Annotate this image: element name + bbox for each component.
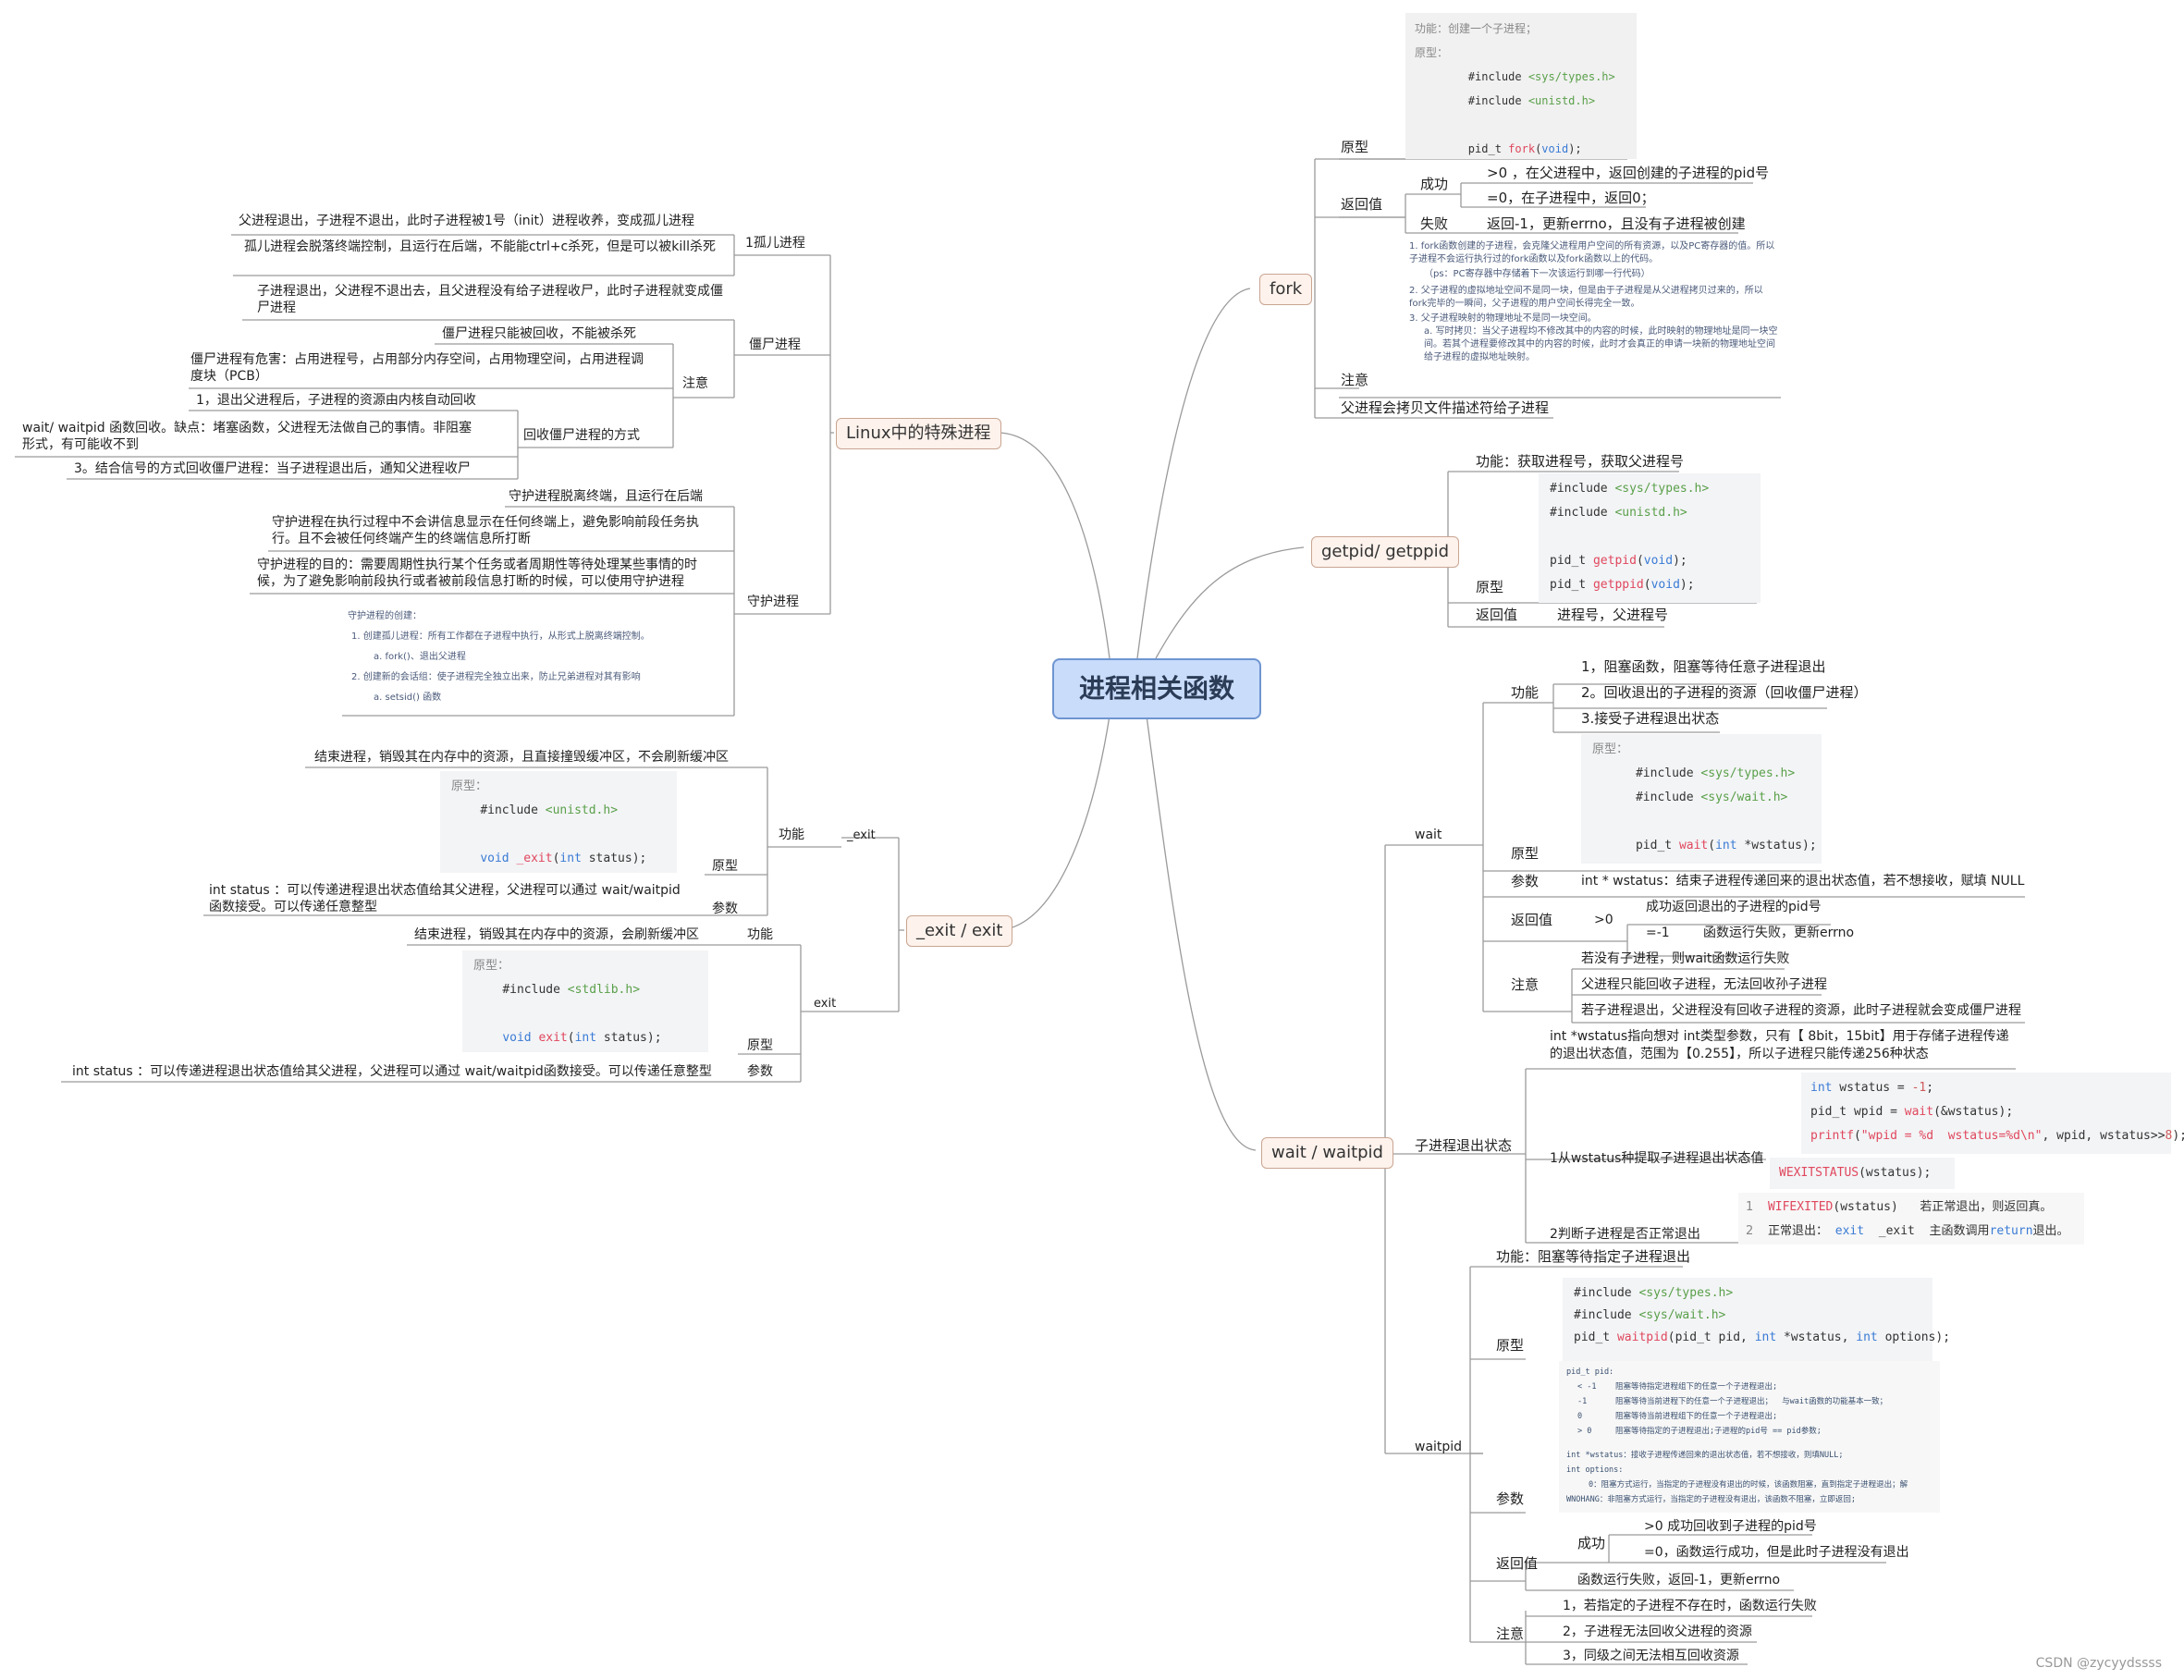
fork-success-1: >0 ，在父进程中，返回创建的子进程的pid号 — [1487, 165, 1770, 181]
getpid-code-box: #include <sys/types.h> #include <unistd.… — [1539, 473, 1761, 603]
fork-prototype-box: 功能：创建一个子进程； 原型： #include <sys/types.h> #… — [1405, 13, 1637, 159]
fork-copy-fd: 父进程会拷贝文件描述符给子进程 — [1341, 399, 1550, 416]
fork-proto-label: 原型 — [1341, 139, 1369, 155]
exit-param: int status ：可以传递进程退出状态值给其父进程，父进程可以通过 wai… — [72, 1064, 712, 1079]
waitpid-params-box: pid_t pid: < -1 阻塞等待指定进程组下的任意一个子进程退出; -1… — [1559, 1361, 1940, 1513]
zombie-label: 僵尸进程 — [749, 337, 801, 352]
exit-code-box: 原型： #include <stdlib.h> void exit(int st… — [462, 950, 708, 1052]
fork-fail-1: 返回-1，更新errno，且没有子进程被创建 — [1487, 215, 1746, 232]
zombie-1: 子进程退出，父进程不退出去，且父进程没有给子进程收尸，此时子进程就变成僵尸进程 — [257, 284, 723, 315]
status-extract-code: int wstatus = -1; pid_t wpid = wait(&wst… — [1801, 1073, 2184, 1154]
zombie-note-label: 注意 — [682, 376, 708, 391]
fork-note-label: 注意 — [1341, 372, 1369, 388]
waitpid-success-label: 成功 — [1577, 1535, 1606, 1551]
fork-success-2: =0，在子进程中，返回0； — [1487, 190, 1655, 206]
root-node[interactable]: 进程相关函数 — [1052, 658, 1261, 719]
reclaim-3: 3。结合信号的方式回收僵尸进程：当子进程退出后，通知父进程收尸 — [74, 461, 471, 476]
judge-label: 2判断子进程是否正常退出 — [1550, 1227, 1700, 1242]
waitpid-func: 功能：阻塞等待指定子进程退出 — [1496, 1248, 1691, 1265]
waitpid-ret-3: 函数运行失败，返回-1，更新errno — [1577, 1573, 1781, 1588]
wait-func-2: 2。回收退出的子进程的资源（回收僵尸进程） — [1581, 684, 1868, 701]
wait-note-3: 若子进程退出，父进程没有回收子进程的资源，此时子进程就会变成僵尸进程 — [1581, 1003, 2021, 1018]
getpid-func: 功能：获取进程号，获取父进程号 — [1476, 453, 1685, 470]
watermark: CSDN @zycyydssss — [2035, 1656, 2162, 1671]
judge-code: 1 WIFEXITED(wstatus) 若正常退出，则返回真。 2 正常退出：… — [1738, 1193, 2084, 1245]
status-extract-label: 1从wstatus种提取子进程退出状态值 — [1550, 1151, 1764, 1166]
reclaim-label: 回收僵尸进程的方式 — [523, 428, 640, 443]
waitpid-note-label: 注意 — [1496, 1625, 1525, 1642]
branch-special-process[interactable]: Linux中的特殊进程 — [836, 418, 1001, 449]
orphan-1: 父进程退出，子进程不退出，此时子进程被1号（init）进程收养，变成孤儿进程 — [239, 214, 695, 228]
reclaim-1: 1，退出父进程后，子进程的资源由内核自动回收 — [196, 393, 476, 408]
getpid-retval: 进程号，父进程号 — [1557, 607, 1669, 623]
daemon-create-box: 守护进程的创建： 1. 创建孤儿进程：所有工作都在子进程中执行，从形式上脱离终端… — [348, 611, 650, 703]
wait-func-1: 1，阻塞函数，阻塞等待任意子进程退出 — [1581, 658, 1826, 675]
fork-fail-label: 失败 — [1420, 215, 1449, 232]
u-exit-param: int status ：可以传递进程退出状态值给其父进程，父进程可以通过 wai… — [209, 883, 681, 914]
wait-retval-label: 返回值 — [1511, 912, 1553, 928]
u-exit-code-box: 原型： #include <unistd.h> void _exit(int s… — [440, 771, 677, 873]
branch-exit[interactable]: _exit / exit — [906, 915, 1013, 947]
wait-func-label: 功能 — [1511, 684, 1540, 701]
zombie-note-1: 僵尸进程只能被回收，不能被杀死 — [442, 326, 636, 341]
u-exit-label: _exit — [847, 828, 876, 842]
u-exit-func-label: 功能 — [779, 828, 804, 842]
getpid-proto-label: 原型 — [1476, 579, 1504, 595]
u-exit-proto-label: 原型 — [712, 859, 738, 874]
reclaim-2: wait/ waitpid 函数回收。缺点：堵塞函数，父进程无法做自己的事情。非… — [22, 421, 472, 452]
fork-retval-label: 返回值 — [1341, 196, 1383, 213]
waitpid-note-1: 1，若指定的子进程不存在时，函数运行失败 — [1563, 1599, 1817, 1613]
wait-label: wait — [1415, 828, 1442, 842]
fork-success-label: 成功 — [1420, 176, 1449, 192]
wait-gt0: >0 — [1594, 913, 1613, 927]
u-exit-func: 结束进程，销毁其在内存中的资源，且直接撞毁缓冲区，不会刷新缓冲区 — [314, 750, 729, 765]
wait-code-box: 原型： #include <sys/types.h> #include <sys… — [1581, 734, 1822, 864]
wait-func-3: 3.接受子进程退出状态 — [1581, 710, 1720, 727]
exit-proto-label: 原型 — [747, 1038, 773, 1053]
branch-wait-waitpid[interactable]: wait / waitpid — [1261, 1137, 1393, 1169]
branch-fork[interactable]: fork — [1259, 274, 1313, 305]
waitpid-ret-1: >0 成功回收到子进程的pid号 — [1644, 1519, 1817, 1534]
zombie-note-2: 僵尸进程有危害：占用进程号，占用部分内存空间，占用物理空间，占用进程调度块（PC… — [190, 352, 644, 384]
wait-param: int * wstatus：结束子进程传递回来的退出状态值，若不想接收，赋填 N… — [1581, 874, 2025, 889]
wait-note-1: 若没有子进程，则wait函数运行失败 — [1581, 951, 1790, 966]
daemon-1: 守护进程脱离终端，且运行在后端 — [509, 489, 703, 504]
status-label: 子进程退出状态 — [1415, 1137, 1513, 1154]
wait-param-label: 参数 — [1511, 873, 1540, 889]
wait-ret-m1: =-1 — [1646, 926, 1670, 940]
wexitstatus-code: WEXITSTATUS(wstatus); — [1770, 1158, 1955, 1189]
wait-note-label: 注意 — [1511, 976, 1540, 993]
waitpid-param-label: 参数 — [1496, 1490, 1525, 1507]
waitpid-code-box: #include <sys/types.h> #include <sys/wai… — [1563, 1278, 1950, 1361]
wait-proto-label: 原型 — [1511, 845, 1540, 862]
waitpid-note-2: 2，子进程无法回收父进程的资源 — [1563, 1625, 1752, 1639]
exit-func-label: 功能 — [747, 927, 773, 942]
u-exit-param-label: 参数 — [712, 901, 738, 916]
waitpid-note-3: 3，同级之间无法相互回收资源 — [1563, 1649, 1739, 1663]
waitpid-ret-2: =0，函数运行成功，但是此时子进程没有退出 — [1644, 1545, 1909, 1560]
status-desc: int *wstatus指向想对 int类型参数，只有【 8bit，15bit】… — [1550, 1029, 2009, 1061]
wait-note-2: 父进程只能回收子进程，无法回收孙子进程 — [1581, 977, 1827, 992]
wait-ret-ok: 成功返回退出的子进程的pid号 — [1646, 900, 1822, 914]
waitpid-proto-label: 原型 — [1496, 1337, 1525, 1354]
orphan-2: 孤儿进程会脱落终端控制，且运行在后端，不能能ctrl+c杀死，但是可以被kill… — [244, 239, 717, 254]
exit-func: 结束进程，销毁其在内存中的资源，会刷新缓冲区 — [414, 927, 699, 942]
daemon-label: 守护进程 — [747, 595, 799, 609]
branch-getpid[interactable]: getpid/ getppid — [1311, 536, 1460, 568]
wait-ret-fail: 函数运行失败，更新errno — [1703, 926, 1855, 940]
waitpid-label: waitpid — [1415, 1440, 1463, 1454]
orphan-label: 1孤儿进程 — [745, 236, 805, 251]
daemon-3: 守护进程的目的：需要周期性执行某个任务或者周期性等待处理某些事情的时候，为了避免… — [257, 558, 697, 589]
fork-notes: 1. fork函数创建的子进程，会克隆父进程用户空间的所有资源，以及PC寄存器的… — [1409, 241, 1778, 362]
exit-param-label: 参数 — [747, 1064, 773, 1079]
getpid-retval-label: 返回值 — [1476, 607, 1518, 623]
daemon-2: 守护进程在执行过程中不会讲信息显示在任何终端上，避免影响前段任务执行。且不会被任… — [272, 515, 699, 546]
exit-label: exit — [814, 997, 837, 1011]
waitpid-retval-label: 返回值 — [1496, 1555, 1539, 1572]
